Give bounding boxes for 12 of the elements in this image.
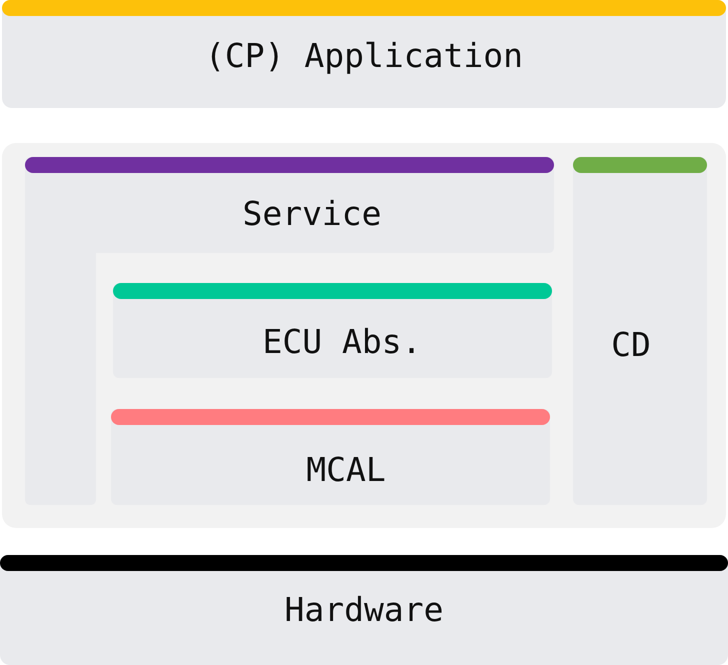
layer-group-panel <box>2 143 726 528</box>
layer-box <box>113 283 552 378</box>
layer-name: MCAL <box>306 450 386 490</box>
layer-name: CD <box>611 325 651 365</box>
layer-box <box>2 0 726 108</box>
layer-name: ECU Abs. <box>262 322 422 362</box>
layer-box <box>573 157 707 505</box>
layer-name: (CP) Application <box>205 36 523 76</box>
layer-box <box>0 555 728 665</box>
layer-name: Hardware <box>284 590 444 630</box>
layer-name: Service <box>242 194 382 234</box>
layer-box <box>111 409 550 505</box>
